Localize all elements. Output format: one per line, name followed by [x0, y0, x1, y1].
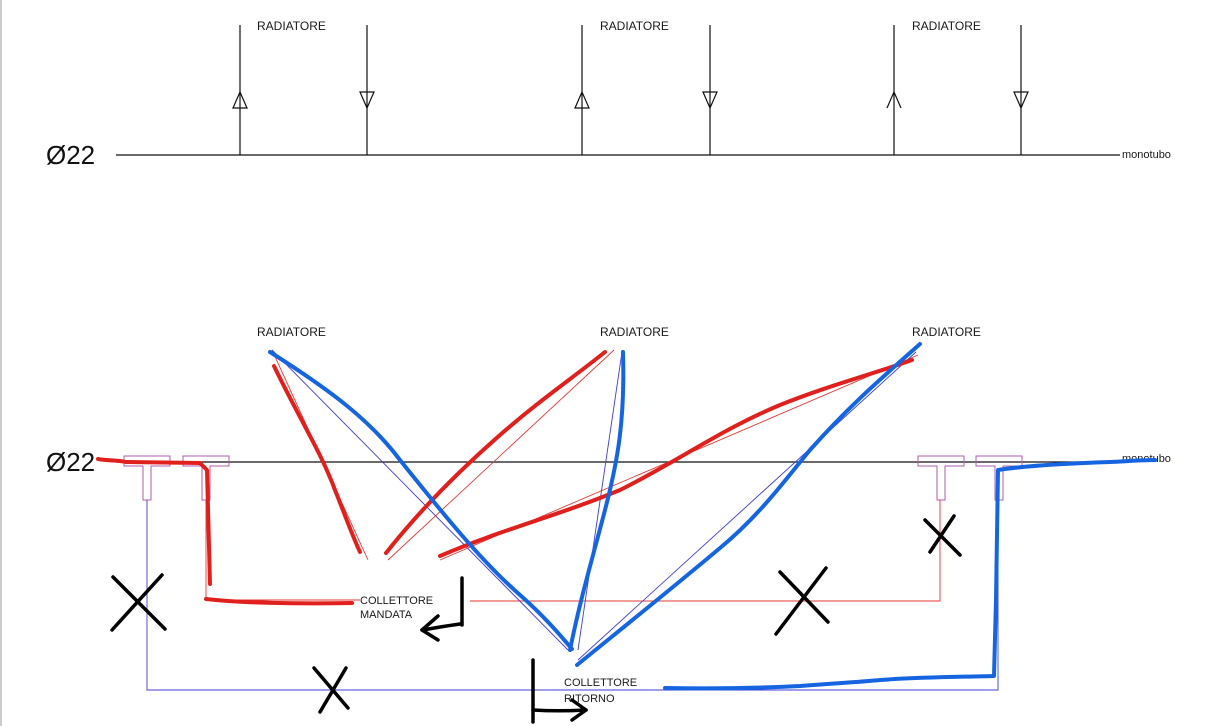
return-stroke-radiator-3 — [575, 342, 922, 667]
bottom-diagram: RADIATORE RADIATORE RADIATORE Ø22 monotu… — [46, 325, 1171, 724]
cross-out-mark — [774, 566, 830, 636]
collettore-mandata-label: COLLETTORE — [360, 595, 433, 607]
bottom-radiator-label: RADIATORE — [257, 325, 326, 339]
top-radiator-label: RADIATORE — [257, 19, 326, 33]
top-radiator-label: RADIATORE — [912, 19, 981, 33]
up-arrow-icon — [886, 90, 902, 109]
tee-fitting — [917, 455, 965, 501]
collettore-mandata-label: MANDATA — [360, 609, 413, 621]
down-arrow-icon — [359, 91, 375, 110]
right-arrow-icon — [531, 658, 588, 724]
return-stroke-radiator-1 — [268, 350, 574, 651]
supply-stroke-collettore — [204, 597, 354, 606]
thin-supply-diagonal — [387, 349, 615, 561]
original-supply-right — [470, 500, 941, 602]
cross-out-mark — [923, 514, 962, 557]
top-diagram: Ø22 monotubo RADIATORE RADIATORE RADIATO… — [46, 19, 1171, 170]
thin-return-diagonal — [577, 351, 623, 651]
supply-stroke-left — [96, 457, 212, 586]
bottom-radiator-label: RADIATORE — [600, 325, 669, 339]
cross-out-mark — [110, 573, 167, 632]
original-return-loop — [146, 500, 999, 691]
collettore-ritorno-label: COLLETTORE — [564, 677, 637, 689]
supply-stroke-radiator-1 — [272, 364, 362, 554]
left-arrow-icon — [420, 576, 464, 642]
return-stroke-radiator-2 — [568, 350, 626, 652]
bottom-diameter-label: Ø22 — [46, 447, 95, 477]
thin-return-diagonal — [577, 351, 917, 661]
top-monotubo-label: monotubo — [1122, 149, 1171, 161]
tee-fitting — [182, 455, 230, 501]
cross-out-mark — [312, 666, 350, 714]
up-arrow-icon — [574, 90, 590, 109]
original-supply-left — [205, 500, 360, 601]
top-radiator-label: RADIATORE — [600, 19, 669, 33]
supply-stroke-radiator-3 — [438, 358, 914, 558]
thin-return-diagonal — [271, 349, 569, 651]
up-arrow-icon — [232, 90, 248, 109]
top-diameter-label: Ø22 — [46, 140, 95, 170]
tee-fitting — [975, 455, 1023, 501]
return-stroke-right — [663, 458, 1157, 691]
supply-stroke-radiator-2 — [384, 350, 607, 555]
bottom-radiator-label: RADIATORE — [912, 325, 981, 339]
tee-fitting — [123, 455, 171, 501]
down-arrow-icon — [1013, 91, 1029, 110]
down-arrow-icon — [702, 91, 718, 110]
